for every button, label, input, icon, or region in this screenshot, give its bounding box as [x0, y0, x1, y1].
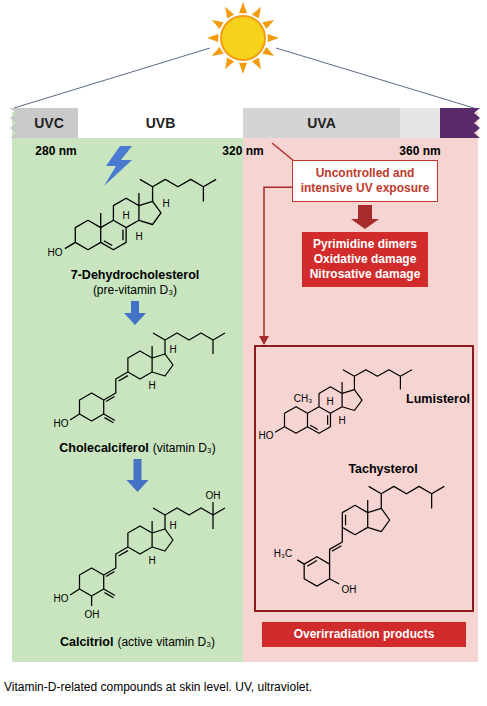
- atom-label: CH₃: [294, 393, 313, 404]
- atom-label: H: [326, 396, 333, 407]
- compound-name: Cholecalciferol: [59, 441, 149, 456]
- box-text: Pyrimidine dimers Oxidative damage Nitro…: [308, 237, 422, 282]
- block-arrow: [351, 205, 379, 229]
- pink-panel: [243, 112, 478, 662]
- box-text: Overirradiation products: [268, 627, 460, 642]
- block-arrow: [127, 459, 149, 492]
- compound: 7-Dehydrocholesterol(pre-vitamin D₃): [35, 168, 235, 298]
- band-label: UVB: [146, 115, 176, 131]
- uv-band: UVB: [78, 108, 243, 138]
- products-frame: LumisterolTachysterol: [254, 345, 474, 612]
- band-label: UVC: [34, 115, 64, 131]
- compound-note: (active vitamin D₃): [117, 635, 215, 650]
- atom-label: H: [338, 415, 345, 426]
- compound-note: (pre-vitamin D₃): [93, 283, 177, 298]
- compound-note: (vitamin D₃): [153, 441, 216, 456]
- wavelength-label: 280 nm: [35, 144, 76, 158]
- atom-label: OH: [206, 490, 221, 501]
- atom-label: H: [169, 344, 176, 355]
- compound: Tachysterol: [264, 458, 472, 610]
- products-box: Overirradiation products: [262, 622, 466, 647]
- band-label: UVA: [307, 115, 336, 131]
- block-arrow: [124, 301, 146, 325]
- sun: [221, 16, 265, 60]
- compound: Calcitriol(active vitamin D₃): [35, 495, 240, 650]
- atom-label: HO: [54, 418, 69, 429]
- atom-label: H: [162, 198, 169, 209]
- compound-name: Tachysterol: [348, 462, 417, 477]
- compound-name: 7-Dehydrocholesterol: [71, 268, 200, 283]
- exposure-box: Uncontrolled and intensive UV exposure: [292, 160, 438, 202]
- atom-label: HO: [259, 430, 274, 441]
- arrow: [259, 187, 292, 345]
- atom-label: OH: [85, 609, 100, 620]
- atom-label: OH: [342, 584, 357, 595]
- damage-box: Pyrimidine dimers Oxidative damage Nitro…: [302, 232, 428, 287]
- atom-label: H: [135, 231, 142, 242]
- uv-band: UVC: [20, 108, 78, 138]
- green-panel: [12, 112, 243, 662]
- atom-label: H: [148, 555, 155, 566]
- compound-name: Calcitriol: [60, 635, 114, 650]
- atom-label: HO: [48, 247, 63, 258]
- wavelength-label: 320 nm: [222, 144, 263, 158]
- compound: Cholecalciferol (vitamin D₃): [35, 328, 240, 456]
- compound-name: Lumisterol: [406, 392, 470, 407]
- atom-label: H: [169, 520, 176, 531]
- lightning: [104, 146, 132, 186]
- caption: Vitamin-D-related compounds at skin leve…: [4, 680, 312, 694]
- atom-label: H₃C: [274, 548, 293, 559]
- wavelength-label: 360 nm: [399, 144, 440, 158]
- atom-label: H: [148, 380, 155, 391]
- atom-label: HO: [54, 593, 69, 604]
- uv-band: UVA: [243, 108, 400, 138]
- box-text: Uncontrolled and intensive UV exposure: [299, 166, 431, 196]
- atom-label: H: [122, 210, 129, 221]
